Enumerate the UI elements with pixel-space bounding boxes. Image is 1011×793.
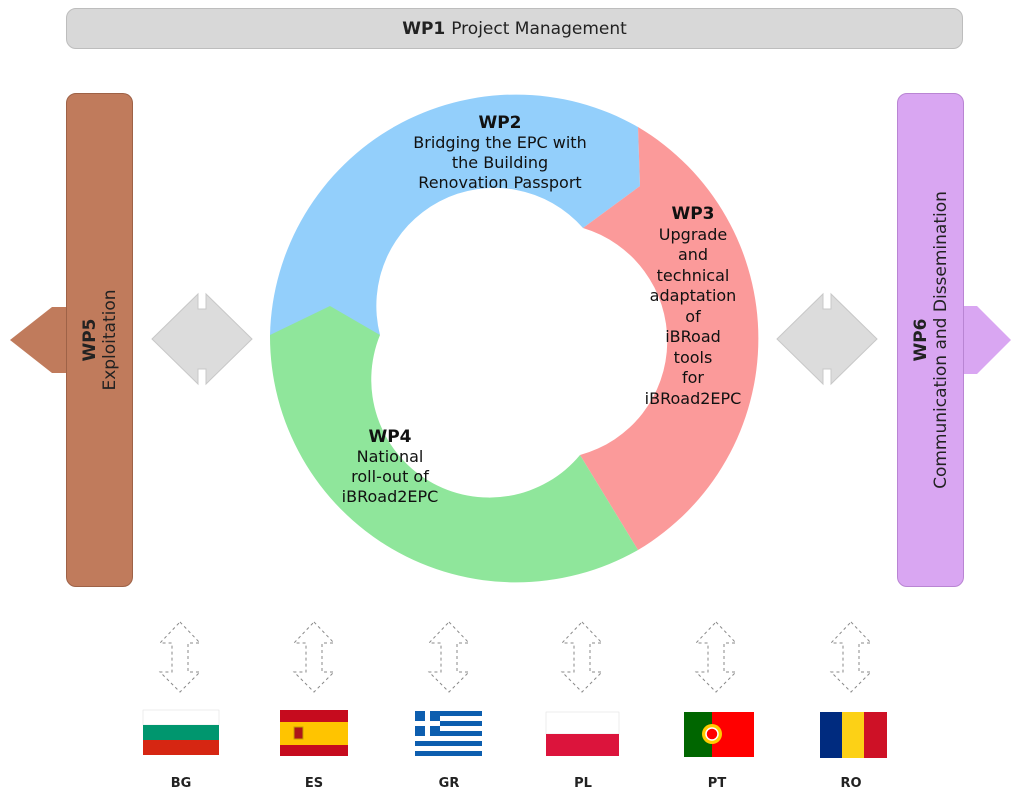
wp1-label: Project Management — [451, 18, 627, 39]
wp4-line: National — [356, 447, 424, 466]
wp6-label-group: WP6 Communication and Dissemination — [911, 191, 951, 489]
wp5-code: WP5 — [79, 318, 100, 362]
wp3-line: iBRoad2EPC — [644, 388, 742, 408]
country-code-pl: PL — [574, 776, 592, 791]
right-diamond-connector — [776, 292, 878, 386]
wp3-line: Upgrade — [658, 224, 728, 244]
spain-flag — [280, 710, 348, 756]
wp3-line: technical — [656, 265, 730, 285]
wp4-text: WP4 National roll-out of iBRoad2EPC — [320, 427, 460, 507]
wp6-right-arrow — [962, 306, 1011, 374]
wp5-left-arrow — [10, 307, 68, 373]
country-code-ro: RO — [840, 776, 862, 791]
wp5-label: Exploitation — [99, 289, 120, 391]
ro-double-arrow — [829, 621, 873, 693]
wp3-code: WP3 — [671, 204, 715, 224]
pl-double-arrow — [560, 621, 604, 693]
wp6-code: WP6 — [910, 318, 931, 362]
wp2-ring-segment — [270, 94, 640, 335]
greece-flag — [415, 711, 482, 756]
portugal-flag — [684, 712, 754, 757]
pt-double-arrow — [694, 621, 738, 693]
wp3-line: of — [685, 306, 701, 326]
country-code-es: ES — [304, 776, 324, 791]
left-diamond-connector — [151, 292, 253, 386]
country-code-pt: PT — [707, 776, 727, 791]
bulgaria-flag — [142, 709, 220, 755]
country-code-bg: BG — [170, 776, 192, 791]
wp2-line: the Building — [451, 153, 549, 172]
wp1-project-management-bar: WP1 Project Management — [66, 8, 963, 49]
wp2-code: WP2 — [478, 113, 522, 133]
wp4-ring-segment — [269, 306, 638, 583]
wp3-line: and — [677, 245, 709, 264]
wp2-line: Bridging the EPC with — [413, 133, 587, 152]
wp5-label-group: WP5 Exploitation — [80, 289, 120, 390]
wp3-line: for — [682, 368, 704, 387]
es-double-arrow — [292, 621, 336, 693]
wp4-code: WP4 — [368, 427, 412, 447]
poland-flag — [545, 711, 620, 756]
wp5-exploitation-bar: WP5 Exploitation — [66, 93, 133, 587]
romania-flag — [820, 712, 887, 758]
gr-double-arrow — [427, 621, 471, 693]
wp2-line: Renovation Passport — [418, 173, 582, 192]
wp3-line: iBRoad — [665, 327, 721, 346]
country-code-gr: GR — [438, 776, 460, 791]
wp4-line: roll-out of — [351, 467, 429, 486]
wp3-line: tools — [673, 347, 713, 367]
wp3-line: adaptation — [649, 286, 737, 305]
wp2-text: WP2 Bridging the EPC with the Building R… — [380, 113, 620, 193]
wp4-line: iBRoad2EPC — [341, 487, 439, 506]
wp6-communication-bar: WP6 Communication and Dissemination — [897, 93, 964, 587]
wp6-label: Communication and Dissemination — [930, 191, 951, 489]
bg-double-arrow — [158, 621, 202, 693]
wp1-code: WP1 — [402, 18, 446, 39]
wp3-text: WP3 Upgrade and technical adaptation of … — [623, 204, 763, 409]
wp3-ring-segment — [580, 127, 759, 550]
